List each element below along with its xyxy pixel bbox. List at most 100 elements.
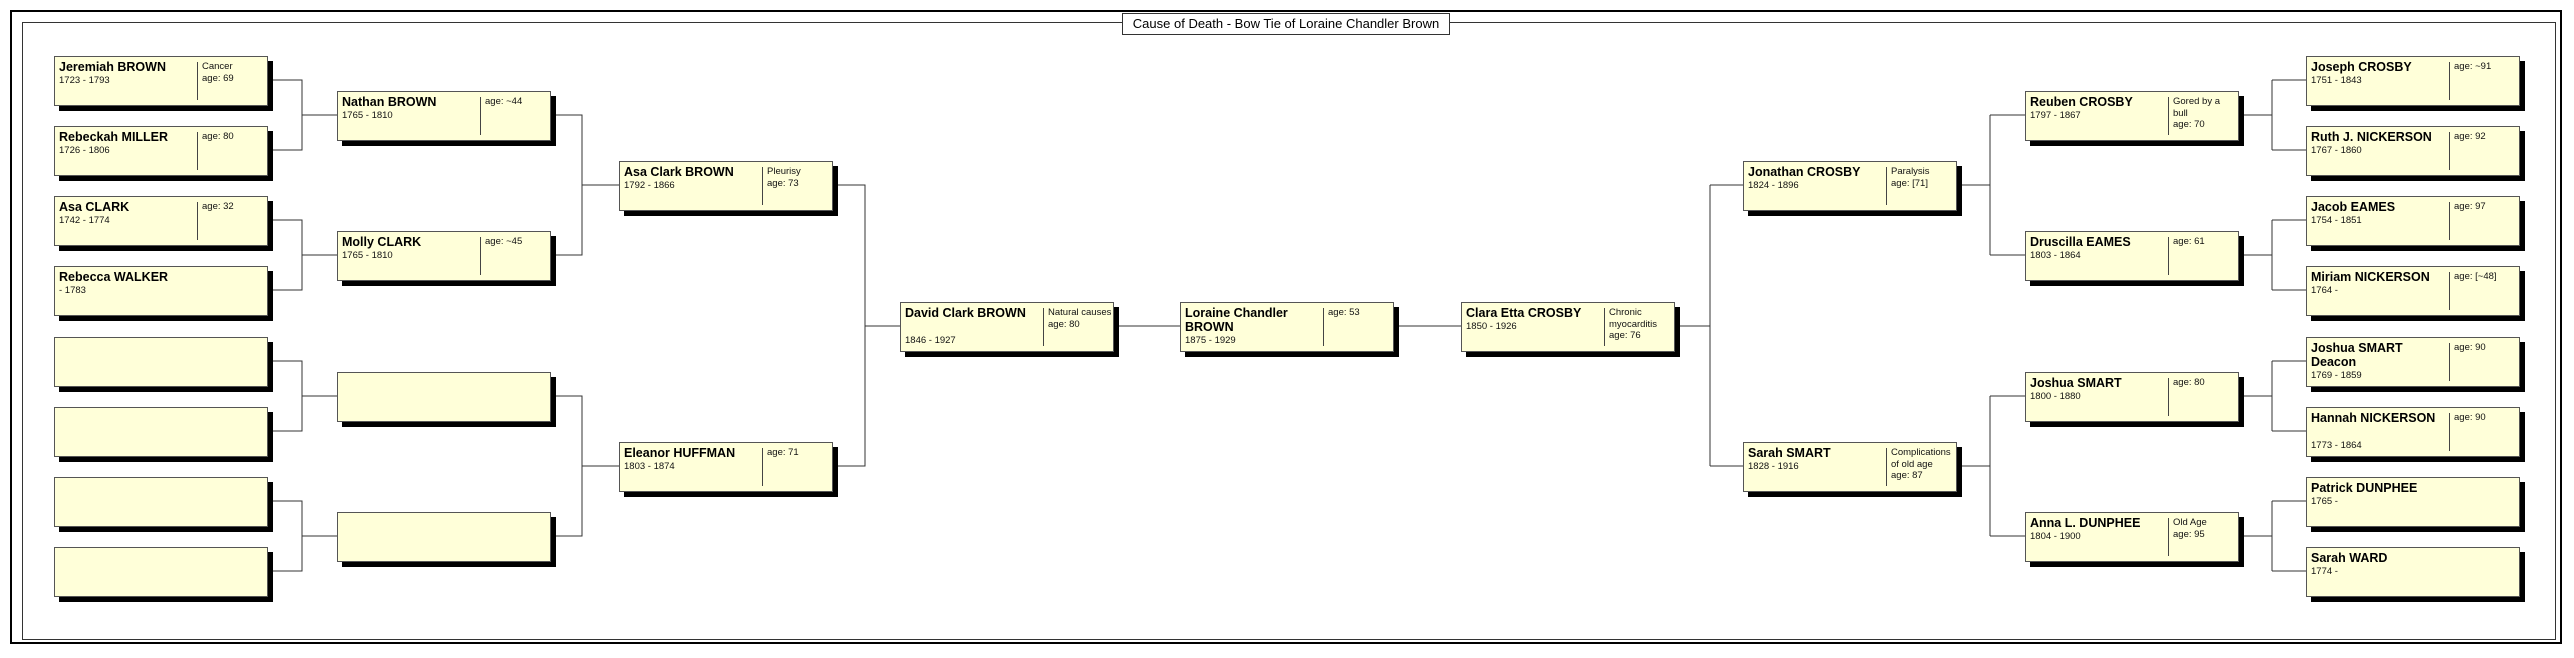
person-dates: 1751 - 1843 [2311, 75, 2362, 86]
person-box-ruth-nickerson[interactable]: Ruth J. NICKERSON 1767 - 1860 age: 92 [2306, 126, 2520, 176]
person-box-joshua-smart[interactable]: Joshua SMART 1800 - 1880 age: 80 [2025, 372, 2239, 422]
person-dates: 1804 - 1900 [2030, 531, 2081, 542]
person-name: Reuben CROSBY [2030, 95, 2133, 109]
person-box-sarah-ward[interactable]: Sarah WARD 1774 - [2306, 547, 2520, 597]
person-name: Druscilla EAMES [2030, 235, 2131, 249]
person-note: age: ~91 [2454, 61, 2492, 72]
box-divider [2168, 378, 2169, 416]
person-box-molly-clark[interactable]: Molly CLARK 1765 - 1810 age: ~45 [337, 231, 551, 281]
person-name: Rebeckah MILLER [59, 130, 169, 144]
box-divider [197, 62, 198, 100]
person-dates: 1765 - 1810 [342, 250, 393, 261]
person-box-asa-clark-brown[interactable]: Asa Clark BROWN 1792 - 1866 Pleurisy age… [619, 161, 833, 211]
box-divider [2449, 132, 2450, 170]
person-name: Eleanor HUFFMAN [624, 446, 736, 460]
person-name: Asa Clark BROWN [624, 165, 734, 179]
person-note: Chronic myocarditis age: 76 [1609, 307, 1658, 341]
person-box-rebecca-walker[interactable]: Rebecca WALKER - 1783 [54, 266, 268, 316]
person-dates: 1824 - 1896 [1748, 180, 1799, 191]
person-dates: 1875 - 1929 [1185, 335, 1236, 346]
box-divider [480, 97, 481, 135]
box-divider [197, 202, 198, 240]
empty-person-box[interactable] [54, 407, 268, 457]
person-note: Paralysis age: [71] [1891, 166, 1930, 189]
person-note: age: 53 [1328, 307, 1360, 318]
person-note: Cancer age: 69 [202, 61, 234, 84]
person-note: age: 71 [767, 447, 799, 458]
person-dates: 1846 - 1927 [905, 335, 956, 346]
box-divider [1604, 308, 1605, 346]
person-dates: 1765 - [2311, 496, 2338, 507]
person-note: age: [~48] [2454, 271, 2497, 282]
person-note: Complications of old age age: 87 [1891, 447, 1951, 481]
person-dates: 1797 - 1867 [2030, 110, 2081, 121]
person-box-eleanor-huffman[interactable]: Eleanor HUFFMAN 1803 - 1874 age: 71 [619, 442, 833, 492]
box-divider [2449, 413, 2450, 451]
empty-person-box[interactable] [337, 512, 551, 562]
chart-title: Cause of Death - Bow Tie of Loraine Chan… [1122, 13, 1450, 35]
person-box-miriam-nickerson[interactable]: Miriam NICKERSON 1764 - age: [~48] [2306, 266, 2520, 316]
person-note: age: 32 [202, 201, 234, 212]
box-divider [2449, 343, 2450, 381]
person-box-jacob-eames[interactable]: Jacob EAMES 1754 - 1851 age: 97 [2306, 196, 2520, 246]
person-dates: - 1783 [59, 285, 86, 296]
person-name: Hannah NICKERSON [2311, 411, 2436, 425]
person-note: age: 92 [2454, 131, 2486, 142]
chart-outer-frame [10, 10, 2562, 644]
person-box-david-clark-brown[interactable]: David Clark BROWN 1846 - 1927 Natural ca… [900, 302, 1114, 352]
person-name: Sarah WARD [2311, 551, 2388, 565]
person-name: Jeremiah BROWN [59, 60, 166, 74]
box-divider [2449, 62, 2450, 100]
person-note: Old Age age: 95 [2173, 517, 2207, 540]
person-dates: 1764 - [2311, 285, 2338, 296]
person-name: Ruth J. NICKERSON [2311, 130, 2432, 144]
box-divider [2449, 202, 2450, 240]
person-box-joseph-crosby[interactable]: Joseph CROSBY 1751 - 1843 age: ~91 [2306, 56, 2520, 106]
person-dates: 1800 - 1880 [2030, 391, 2081, 402]
empty-person-box[interactable] [54, 477, 268, 527]
box-divider [762, 448, 763, 486]
person-name: Rebecca WALKER [59, 270, 169, 284]
person-box-sarah-smart[interactable]: Sarah SMART 1828 - 1916 Complications of… [1743, 442, 1957, 492]
person-note: age: ~45 [485, 236, 523, 247]
person-note: age: 80 [2173, 377, 2205, 388]
person-note: Pleurisy age: 73 [767, 166, 801, 189]
person-box-jeremiah-brown[interactable]: Jeremiah BROWN 1723 - 1793 Cancer age: 6… [54, 56, 268, 106]
person-name: Nathan BROWN [342, 95, 437, 109]
box-divider [197, 132, 198, 170]
person-box-joshua-smart-deacon[interactable]: Joshua SMART Deacon 1769 - 1859 age: 90 [2306, 337, 2520, 387]
person-box-asa-clark[interactable]: Asa CLARK 1742 - 1774 age: 32 [54, 196, 268, 246]
box-divider [2168, 97, 2169, 135]
person-box-rebeckah-miller[interactable]: Rebeckah MILLER 1726 - 1806 age: 80 [54, 126, 268, 176]
person-note: age: 80 [202, 131, 234, 142]
person-name: Clara Etta CROSBY [1466, 306, 1582, 320]
empty-person-box[interactable] [54, 547, 268, 597]
person-note: age: 97 [2454, 201, 2486, 212]
person-box-loraine-chandler-brown[interactable]: Loraine Chandler BROWN 1875 - 1929 age: … [1180, 302, 1394, 352]
person-box-druscilla-eames[interactable]: Druscilla EAMES 1803 - 1864 age: 61 [2025, 231, 2239, 281]
person-box-anna-dunphee[interactable]: Anna L. DUNPHEE 1804 - 1900 Old Age age:… [2025, 512, 2239, 562]
box-divider [2449, 272, 2450, 310]
box-divider [2168, 518, 2169, 556]
empty-person-box[interactable] [54, 337, 268, 387]
person-dates: 1792 - 1866 [624, 180, 675, 191]
person-name: Jonathan CROSBY [1748, 165, 1861, 179]
person-box-hannah-nickerson[interactable]: Hannah NICKERSON 1773 - 1864 age: 90 [2306, 407, 2520, 457]
person-name: Miriam NICKERSON [2311, 270, 2430, 284]
person-box-reuben-crosby[interactable]: Reuben CROSBY 1797 - 1867 Gored by a bul… [2025, 91, 2239, 141]
person-box-jonathan-crosby[interactable]: Jonathan CROSBY 1824 - 1896 Paralysis ag… [1743, 161, 1957, 211]
person-dates: 1742 - 1774 [59, 215, 110, 226]
person-box-nathan-brown[interactable]: Nathan BROWN 1765 - 1810 age: ~44 [337, 91, 551, 141]
person-dates: 1828 - 1916 [1748, 461, 1799, 472]
person-note: Gored by a bull age: 70 [2173, 96, 2220, 130]
person-note: age: 90 [2454, 342, 2486, 353]
person-note: age: 90 [2454, 412, 2486, 423]
person-box-clara-etta-crosby[interactable]: Clara Etta CROSBY 1850 - 1926 Chronic my… [1461, 302, 1675, 352]
person-dates: 1774 - [2311, 566, 2338, 577]
empty-person-box[interactable] [337, 372, 551, 422]
person-dates: 1803 - 1864 [2030, 250, 2081, 261]
person-name: Joshua SMART [2030, 376, 2122, 390]
box-divider [2168, 237, 2169, 275]
person-box-patrick-dunphee[interactable]: Patrick DUNPHEE 1765 - [2306, 477, 2520, 527]
